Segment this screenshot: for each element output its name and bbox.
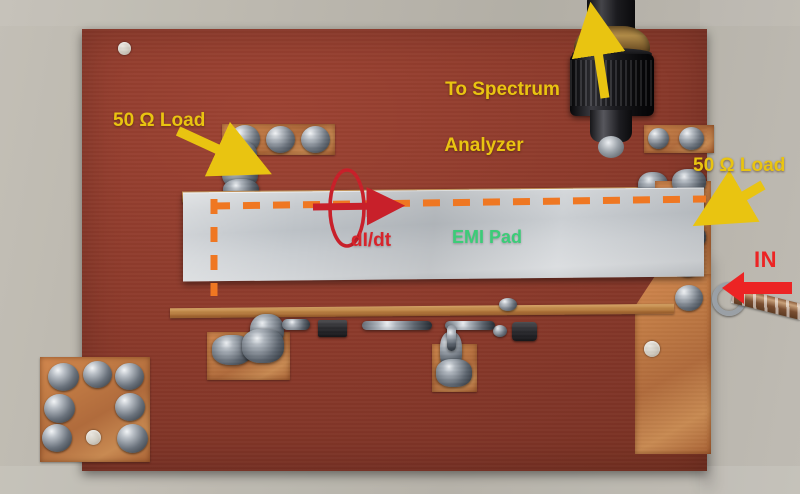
smd-component	[512, 322, 537, 341]
spectrum-analyzer-label-line1: To Spectrum	[445, 79, 560, 100]
load-right-label: 50 Ω Load	[693, 155, 786, 176]
solder-joint	[675, 285, 703, 311]
solder-joint	[117, 424, 148, 453]
table-surface-band	[0, 0, 800, 26]
solder-joint	[679, 127, 704, 150]
load-left-label: 50 Ω Load	[113, 110, 206, 131]
solder-joint	[301, 126, 330, 153]
spectrum-analyzer-label-line2: Analyzer	[444, 135, 524, 156]
solder-joint	[115, 363, 144, 390]
current-path-horizontal	[212, 195, 707, 210]
solder-bridge	[362, 321, 432, 330]
solder-joint	[493, 325, 507, 337]
mounting-hole-bottom-right	[644, 341, 660, 357]
solder-bridge	[282, 319, 310, 330]
solder-bridge	[445, 321, 495, 330]
solder-joint	[48, 363, 79, 391]
mounting-hole-top-left	[118, 42, 131, 55]
solder-joint	[44, 394, 75, 423]
solder-joint	[499, 298, 517, 311]
spectrum-analyzer-label: To Spectrum Analyzer	[424, 48, 560, 188]
mounting-hole-bottom-left	[86, 430, 101, 445]
table-surface-band-right	[700, 0, 800, 494]
solder-joint	[83, 361, 112, 388]
solder-joint	[242, 329, 284, 363]
load-left-arrow-icon	[175, 121, 272, 177]
didt-label: dI/dt	[351, 230, 392, 251]
solder-joint	[42, 424, 72, 452]
spectrum-analyzer-arrow-icon	[571, 1, 626, 99]
solder-joint	[648, 128, 669, 149]
connector-body	[570, 54, 654, 116]
load-right-arrow-icon	[692, 169, 766, 227]
connector-tip	[598, 136, 624, 158]
didt-direction-arrow-icon	[312, 186, 406, 226]
solder-joint	[436, 359, 472, 387]
emi-pad-label: EMI Pad	[452, 227, 523, 247]
input-arrow-icon	[722, 272, 792, 304]
solder-joint	[115, 393, 145, 421]
solder-bridge	[447, 325, 456, 351]
input-label: IN	[754, 247, 777, 272]
smd-component	[318, 320, 347, 337]
